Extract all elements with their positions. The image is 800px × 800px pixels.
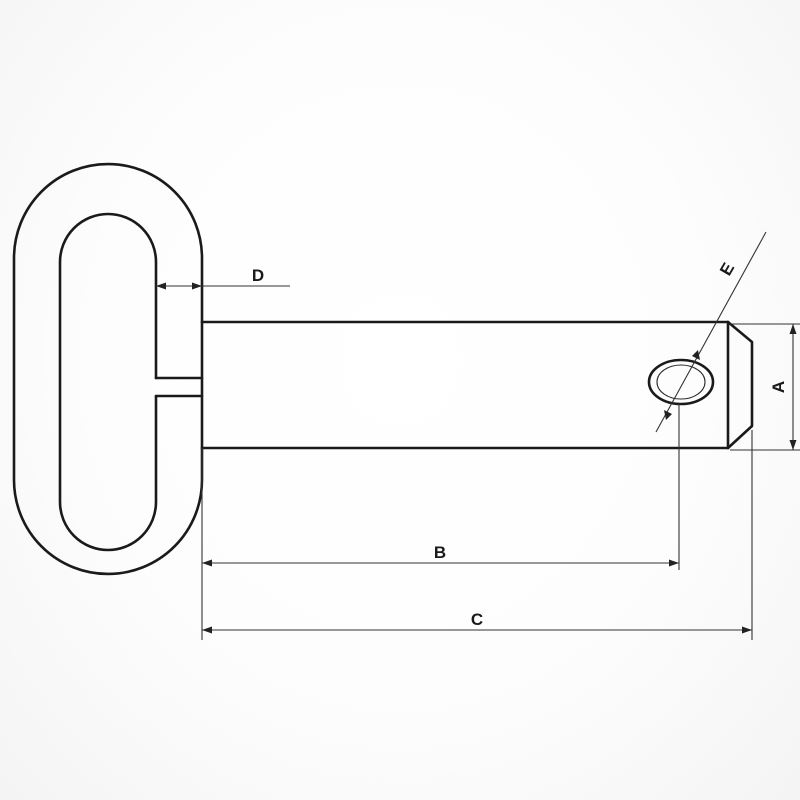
hole-inner xyxy=(656,364,706,400)
loop-inner-outline xyxy=(58,212,158,552)
dim-b-arrow-left xyxy=(202,559,212,567)
dimension-e: E xyxy=(655,231,767,433)
dim-d-arrow-left xyxy=(156,282,166,290)
shaft-chamfered-tip xyxy=(726,320,754,450)
dim-e-arrow-bottom xyxy=(664,410,672,420)
dim-d-arrow-right xyxy=(192,282,202,290)
hole-outer xyxy=(647,358,715,406)
dim-a-arrow-top xyxy=(789,324,797,334)
dimension-d: D xyxy=(156,266,290,290)
cross-hole xyxy=(647,358,715,406)
pin-shaft xyxy=(200,320,754,450)
label-c: C xyxy=(471,610,483,629)
dim-e-arrow-top xyxy=(692,350,700,360)
label-b: B xyxy=(434,543,446,562)
dim-c-arrow-left xyxy=(202,626,212,634)
dim-b-arrow-right xyxy=(669,559,679,567)
dim-c-arrow-right xyxy=(742,626,752,634)
label-a: A xyxy=(769,381,788,393)
dim-a-arrow-bottom xyxy=(789,440,797,450)
label-d: D xyxy=(252,266,264,285)
dimension-c: C xyxy=(202,430,753,640)
dimension-b: B xyxy=(201,404,680,640)
loop-handle xyxy=(12,162,204,576)
dim-e-line xyxy=(655,231,767,433)
label-e: E xyxy=(716,260,738,279)
loop-outer-outline xyxy=(12,162,204,576)
dimension-a: A xyxy=(730,323,800,451)
